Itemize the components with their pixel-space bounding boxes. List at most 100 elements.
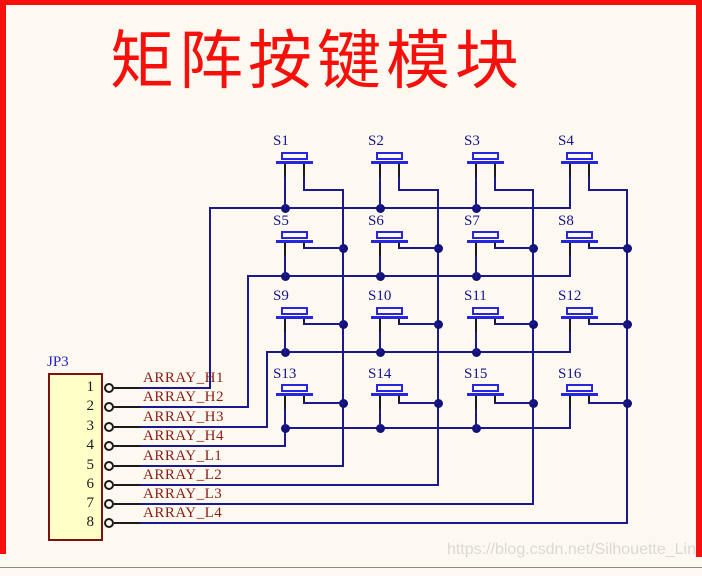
connector-jp3-label: JP3 — [47, 354, 69, 370]
pin-stub-3 — [114, 426, 140, 428]
net-label-array-h3: ARRAY_H3 — [143, 409, 224, 425]
pin-circle-4 — [104, 441, 114, 451]
frame-border-top — [0, 0, 702, 5]
button-left-pin-s2 — [379, 164, 381, 177]
column-line-l4 — [626, 189, 628, 524]
button-left-pin-s6 — [379, 243, 381, 256]
button-cap-s5 — [281, 231, 308, 239]
button-bend-wire-s15 — [494, 402, 534, 404]
button-left-wire-s2 — [379, 177, 381, 209]
button-label-s8: S8 — [558, 213, 574, 229]
pin-wire-5 — [140, 465, 344, 467]
button-cap-s9 — [281, 307, 308, 315]
row-riser-h1 — [209, 207, 211, 389]
button-right-pin-s13 — [303, 396, 305, 403]
button-left-wire-s3 — [475, 177, 477, 209]
button-left-wire-s5 — [284, 256, 286, 277]
button-right-pin-s5 — [303, 243, 305, 248]
button-right-pin-s6 — [398, 243, 400, 248]
button-label-s11: S11 — [464, 288, 487, 304]
bottom-rule-line — [0, 567, 702, 568]
button-cap-s8 — [566, 231, 593, 239]
button-right-pin-s11 — [494, 319, 496, 324]
button-right-pin-s4 — [588, 164, 590, 177]
column-line-l3 — [532, 189, 534, 505]
button-cap-s13 — [281, 384, 308, 392]
button-label-s16: S16 — [558, 366, 582, 382]
button-right-pin-s16 — [588, 396, 590, 403]
button-bend-wire-s2 — [398, 189, 439, 191]
button-right-pin-s14 — [398, 396, 400, 403]
pin-circle-3 — [104, 422, 114, 432]
button-right-wire-s2 — [398, 177, 400, 191]
frame-border-right — [696, 0, 702, 557]
column-line-l2 — [437, 189, 439, 486]
button-left-wire-s13 — [284, 409, 286, 429]
button-right-pin-s9 — [303, 319, 305, 324]
button-contact-bar-s2 — [371, 161, 408, 164]
button-contact-bar-s8 — [561, 240, 598, 243]
net-label-array-h4: ARRAY_H4 — [143, 428, 224, 444]
button-contact-bar-s15 — [467, 393, 504, 396]
button-label-s15: S15 — [464, 366, 488, 382]
button-right-pin-s12 — [588, 319, 590, 324]
button-label-s3: S3 — [464, 133, 480, 149]
button-left-wire-s6 — [379, 256, 381, 277]
button-right-pin-s8 — [588, 243, 590, 248]
button-contact-bar-s4 — [561, 161, 598, 164]
pin-number-4: 4 — [86, 437, 95, 453]
button-left-wire-s1 — [284, 177, 286, 209]
pin-wire-8 — [140, 522, 628, 524]
button-label-s10: S10 — [368, 288, 392, 304]
row-line-h3 — [266, 351, 571, 353]
pin-circle-8 — [104, 518, 114, 528]
button-bend-wire-s6 — [398, 247, 439, 249]
button-cap-s10 — [376, 307, 403, 315]
pin-wire-2 — [140, 406, 249, 408]
button-cap-s3 — [472, 152, 499, 160]
pin-wire-1 — [140, 387, 211, 389]
button-contact-bar-s14 — [371, 393, 408, 396]
button-cap-s12 — [566, 307, 593, 315]
button-contact-bar-s16 — [561, 393, 598, 396]
pin-wire-6 — [140, 484, 439, 486]
button-bend-wire-s16 — [588, 402, 628, 404]
button-left-wire-s4 — [569, 177, 571, 209]
pin-circle-7 — [104, 499, 114, 509]
button-left-wire-s9 — [284, 332, 286, 353]
button-right-pin-s10 — [398, 319, 400, 324]
button-cap-s4 — [566, 152, 593, 160]
button-cap-s7 — [472, 231, 499, 239]
pin-number-1: 1 — [86, 379, 95, 395]
pin-number-6: 6 — [86, 476, 95, 492]
button-left-pin-s5 — [284, 243, 286, 256]
pin-wire-4 — [140, 445, 286, 447]
button-bend-wire-s3 — [494, 189, 534, 191]
button-left-wire-s16 — [569, 409, 571, 429]
button-bend-wire-s9 — [303, 323, 344, 325]
button-right-pin-s1 — [303, 164, 305, 177]
row-riser-h4 — [284, 427, 286, 447]
row-line-h2 — [247, 275, 571, 277]
button-left-pin-s11 — [475, 319, 477, 332]
button-left-pin-s13 — [284, 396, 286, 409]
button-left-pin-s1 — [284, 164, 286, 177]
pin-wire-3 — [140, 426, 268, 428]
button-bend-wire-s8 — [588, 247, 628, 249]
button-contact-bar-s6 — [371, 240, 408, 243]
pin-stub-2 — [114, 406, 140, 408]
button-left-pin-s10 — [379, 319, 381, 332]
button-contact-bar-s9 — [276, 316, 313, 319]
pin-stub-6 — [114, 484, 140, 486]
button-label-s6: S6 — [368, 213, 384, 229]
button-left-wire-s15 — [475, 409, 477, 429]
button-bend-wire-s5 — [303, 247, 344, 249]
button-right-pin-s15 — [494, 396, 496, 403]
button-bend-wire-s4 — [588, 189, 628, 191]
button-left-wire-s10 — [379, 332, 381, 353]
pin-stub-4 — [114, 445, 140, 447]
pin-circle-1 — [104, 383, 114, 393]
row-line-h1 — [209, 207, 571, 209]
button-label-s14: S14 — [368, 366, 392, 382]
